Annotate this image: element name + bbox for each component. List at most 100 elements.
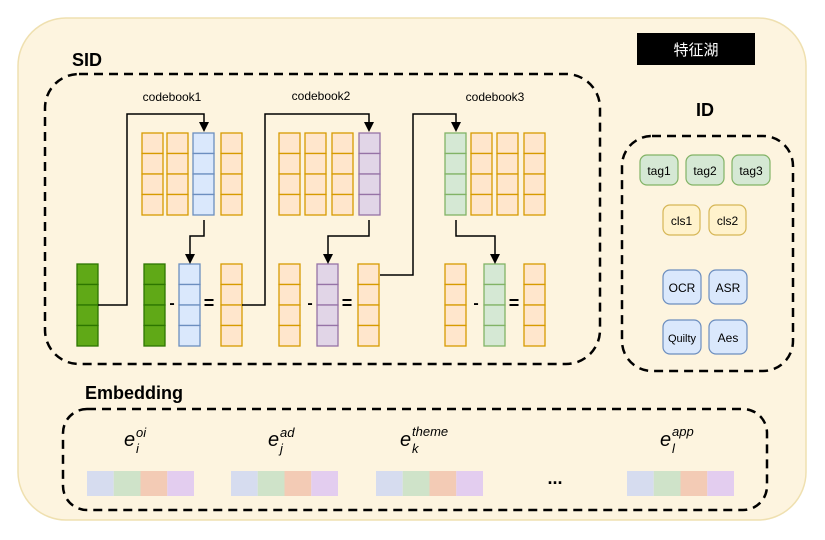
sid-title: SID bbox=[72, 50, 102, 70]
codebook2-col-1-cell-1 bbox=[278, 132, 301, 155]
id-title: ID bbox=[696, 100, 714, 120]
emb-bar-ad-segment-2 bbox=[257, 471, 285, 496]
svg-text:e: e bbox=[660, 429, 671, 451]
emb-bar-oi bbox=[87, 471, 194, 496]
aes-chip: Aes bbox=[708, 319, 748, 355]
emb-bar-oi-segment-2 bbox=[113, 471, 141, 496]
emb-bar-app-segment-2 bbox=[653, 471, 681, 496]
emb-bar-ad-segment-4 bbox=[311, 471, 338, 496]
codebook2-col-1-cell-3 bbox=[278, 173, 301, 196]
residual-input-2-cell-1 bbox=[278, 263, 301, 286]
svg-text:app: app bbox=[672, 424, 694, 439]
input-vector-cell-1 bbox=[76, 263, 99, 286]
minus-op-2: - bbox=[307, 295, 312, 312]
quantized-vector-1 bbox=[178, 263, 201, 347]
emb-bar-theme-segment-1 bbox=[376, 471, 403, 496]
asr-chip: ASR bbox=[708, 269, 748, 305]
aes-label: Aes bbox=[718, 331, 739, 345]
embedding-label-app: e app l bbox=[660, 424, 694, 456]
residual-1-cell-4 bbox=[220, 324, 243, 347]
quantized-vector-1-cell-2 bbox=[178, 283, 201, 306]
codebook1-col-2-cell-3 bbox=[166, 173, 189, 196]
codebook1-col-2-cell-4 bbox=[166, 193, 189, 216]
input-vector-cell-2 bbox=[76, 283, 99, 306]
residual-input-3 bbox=[444, 263, 467, 347]
input-vector bbox=[76, 263, 99, 347]
codebook1-col-4-cell-2 bbox=[220, 152, 243, 175]
codebook3-col-3 bbox=[496, 132, 519, 216]
codebook2-col-3-cell-3 bbox=[331, 173, 354, 196]
codebook3-col-3-cell-1 bbox=[496, 132, 519, 155]
tag3-label: tag3 bbox=[739, 164, 763, 178]
equals-op-2: = bbox=[342, 293, 353, 313]
svg-text:e: e bbox=[400, 429, 411, 451]
emb-app-base: e bbox=[660, 429, 671, 451]
emb-bar-theme-segment-2 bbox=[402, 471, 430, 496]
emb-bar-oi-segment-1 bbox=[87, 471, 114, 496]
quilty-chip: Quilty bbox=[662, 319, 702, 355]
quantized-vector-2-cell-4 bbox=[316, 324, 339, 347]
cls2-label: cls2 bbox=[717, 214, 739, 228]
quantized-vector-1-cell-3 bbox=[178, 304, 201, 327]
sid-blocks bbox=[76, 132, 546, 347]
emb-ad-sup: ad bbox=[280, 425, 295, 440]
feature-lake-label: 特征湖 bbox=[673, 42, 718, 59]
codebook1-col-3-cell-4 bbox=[192, 193, 215, 216]
residual-1-cell-1 bbox=[220, 263, 243, 286]
equals-op-3: = bbox=[509, 293, 520, 313]
residual-input-1 bbox=[143, 263, 166, 347]
id-panel bbox=[620, 134, 795, 373]
asr-label: ASR bbox=[716, 281, 741, 295]
residual-input-3-cell-2 bbox=[444, 283, 467, 306]
residual-input-1-cell-1 bbox=[143, 263, 166, 286]
minus-op-1: - bbox=[169, 295, 174, 312]
codebook1-col-1-cell-4 bbox=[141, 193, 164, 216]
emb-bar-app-segment-3 bbox=[680, 471, 708, 496]
residual-2-cell-2 bbox=[357, 283, 380, 306]
emb-bar-app-segment-1 bbox=[627, 471, 654, 496]
quantized-vector-3-cell-4 bbox=[483, 324, 506, 347]
codebook2-label: codebook2 bbox=[292, 89, 351, 103]
svg-text:k: k bbox=[412, 441, 420, 456]
emb-bar-app-segment-4 bbox=[707, 471, 734, 496]
emb-theme-base: e bbox=[400, 429, 411, 451]
residual-3-cell-1 bbox=[523, 263, 546, 286]
codebook1-col-4-cell-1 bbox=[220, 132, 243, 155]
codebook3-col-4-cell-1 bbox=[523, 132, 546, 155]
equals-op-1: = bbox=[204, 293, 215, 313]
residual-2-cell-4 bbox=[357, 324, 380, 347]
codebook1-col-1-cell-1 bbox=[141, 132, 164, 155]
residual-input-1-cell-2 bbox=[143, 283, 166, 306]
codebook2-col-1-cell-4 bbox=[278, 193, 301, 216]
codebook2-col-4-cell-3 bbox=[358, 173, 381, 196]
emb-app-sub: l bbox=[672, 441, 676, 456]
emb-app-sup: app bbox=[672, 424, 694, 439]
quantized-vector-1-cell-1 bbox=[178, 263, 201, 286]
codebook2-col-4 bbox=[358, 132, 381, 216]
connector-codebook1-to-quant1 bbox=[185, 220, 205, 264]
embedding-label-theme: e theme k bbox=[400, 424, 448, 456]
codebook2-col-4-cell-1 bbox=[358, 132, 381, 155]
codebook1-col-1-cell-3 bbox=[141, 173, 164, 196]
sid-connectors bbox=[98, 113, 500, 306]
connector-codebook3-to-quant3 bbox=[455, 220, 500, 264]
ocr-label: OCR bbox=[669, 281, 696, 295]
codebook2-col-1 bbox=[278, 132, 301, 216]
ocr-chip: OCR bbox=[662, 269, 702, 305]
codebook3-col-1-cell-1 bbox=[444, 132, 467, 155]
svg-text:ad: ad bbox=[280, 425, 295, 440]
emb-bar-theme bbox=[376, 471, 483, 496]
embedding-ellipsis: ... bbox=[547, 468, 562, 488]
codebook2-col-2 bbox=[304, 132, 327, 216]
embedding-label-oi: e oi i bbox=[124, 425, 147, 456]
tag2-chip: tag2 bbox=[685, 154, 725, 186]
codebook3-col-4-cell-2 bbox=[523, 152, 546, 175]
quantized-vector-2-cell-3 bbox=[316, 304, 339, 327]
codebook2-col-2-cell-3 bbox=[304, 173, 327, 196]
quantized-vector-2-cell-2 bbox=[316, 283, 339, 306]
emb-ad-sub: j bbox=[278, 441, 284, 456]
codebook1-col-2-cell-2 bbox=[166, 152, 189, 175]
codebook1-col-3 bbox=[192, 132, 215, 216]
tag3-chip: tag3 bbox=[731, 154, 771, 186]
codebook3-col-2-cell-2 bbox=[470, 152, 493, 175]
